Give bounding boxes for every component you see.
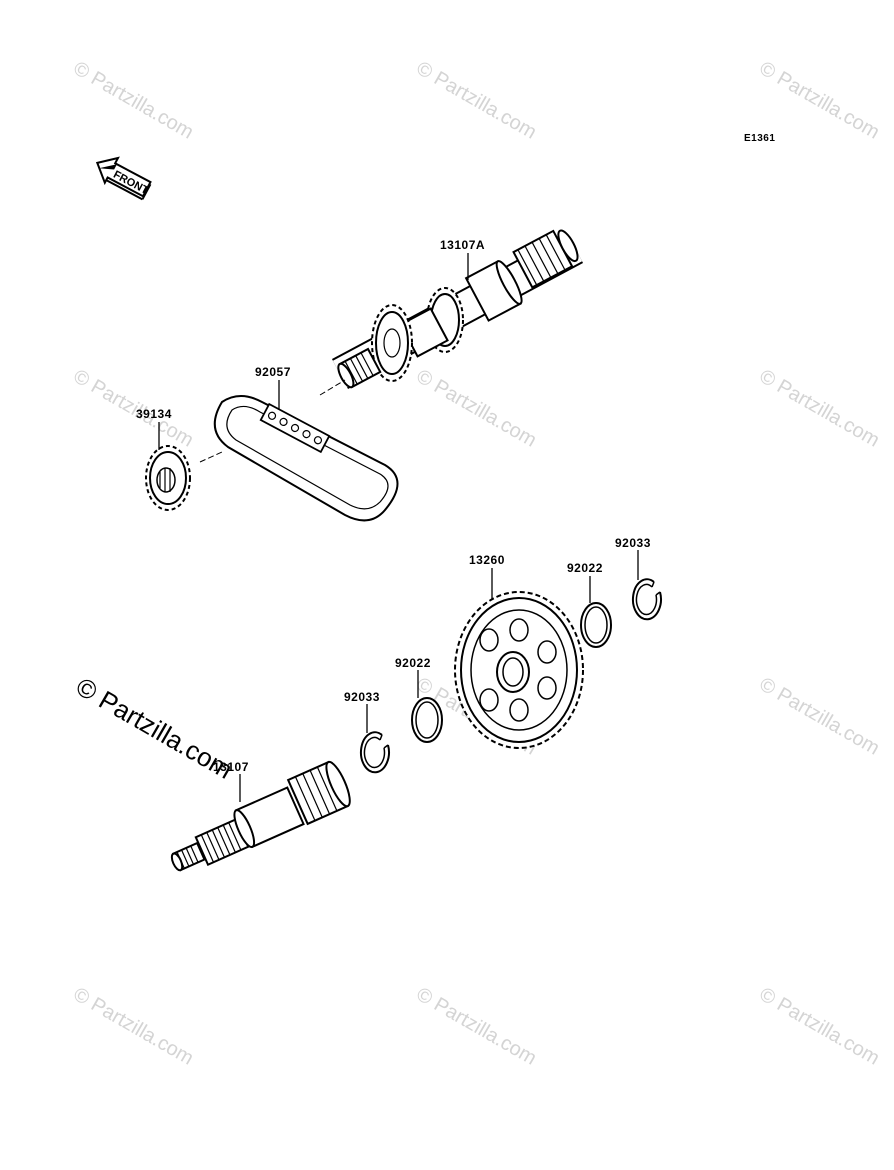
label-92022-right: 92022 bbox=[567, 561, 603, 575]
label-13107: 13107 bbox=[213, 760, 249, 774]
drive-chain-92057 bbox=[213, 379, 399, 522]
label-13107a: 13107A bbox=[440, 238, 485, 252]
watermark: © Partzilla.com bbox=[70, 57, 198, 143]
watermark: © Partzilla.com bbox=[756, 983, 884, 1069]
sprocket-39134 bbox=[145, 445, 191, 511]
lower-shaft-13107 bbox=[170, 760, 351, 872]
watermark: © Partzilla.com bbox=[756, 673, 884, 759]
watermark: © Partzilla.com bbox=[70, 983, 198, 1069]
label-92033-left: 92033 bbox=[344, 690, 380, 704]
label-92033-right: 92033 bbox=[615, 536, 651, 550]
washer-92022-left bbox=[411, 697, 443, 743]
front-arrow-icon: FRONT bbox=[95, 156, 152, 201]
label-13260: 13260 bbox=[469, 553, 505, 567]
watermark: © Partzilla.com bbox=[413, 365, 541, 451]
watermark: © Partzilla.com bbox=[413, 983, 541, 1069]
watermark: © Partzilla.com bbox=[70, 365, 198, 451]
label-92057: 92057 bbox=[255, 365, 291, 379]
label-39134: 39134 bbox=[136, 407, 172, 421]
diagram-code: E1361 bbox=[744, 133, 775, 144]
gear-13260 bbox=[454, 591, 584, 749]
label-92022-left: 92022 bbox=[395, 656, 431, 670]
watermark: © Partzilla.com bbox=[756, 365, 884, 451]
upper-shaft-13107a bbox=[331, 229, 584, 389]
circlip-92033-right bbox=[632, 578, 662, 621]
circlip-92033-left bbox=[360, 731, 390, 774]
watermark: © Partzilla.com bbox=[413, 57, 541, 143]
watermark: © Partzilla.com bbox=[756, 57, 884, 143]
washer-92022-right bbox=[580, 602, 612, 648]
